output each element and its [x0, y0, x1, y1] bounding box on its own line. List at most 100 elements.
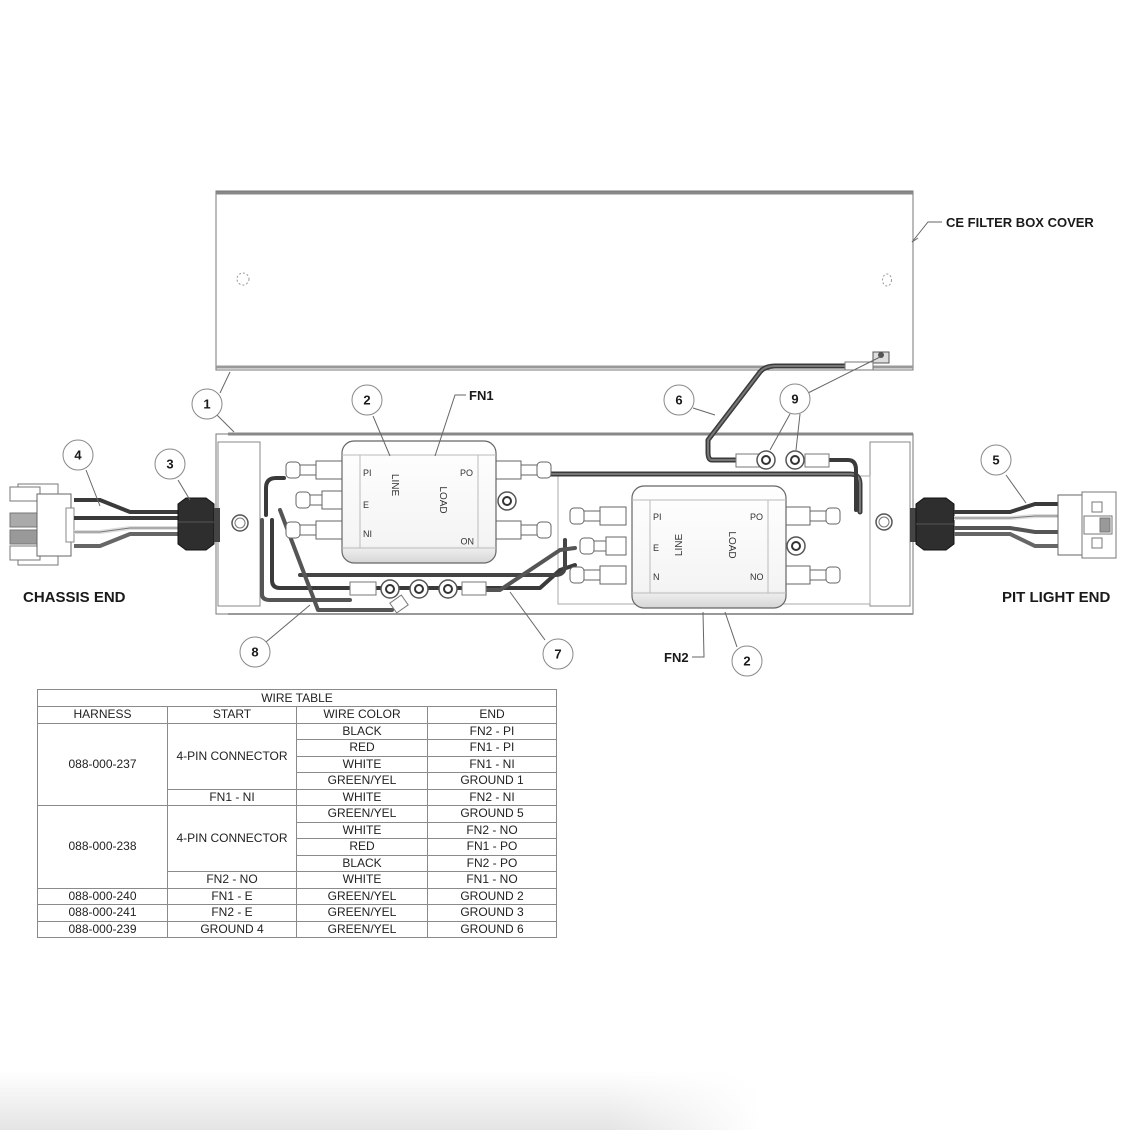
- wire-color-cell: WHITE: [296, 821, 428, 839]
- start-cell: FN1 - E: [167, 887, 297, 905]
- svg-text:8: 8: [251, 645, 258, 660]
- wire-color-cell: GREEN/YEL: [296, 904, 428, 922]
- end-cell: FN1 - NO: [427, 871, 557, 889]
- callout-5: 5: [980, 444, 1012, 476]
- filter-box-cover: [215, 190, 914, 371]
- table-row: 088-000-240 FN1 - E GREEN/YEL GROUND 2: [37, 887, 557, 905]
- fn2-terminal-no: NO: [750, 572, 764, 582]
- leader-lines: [85, 221, 1027, 658]
- fn2-terminal-n: N: [653, 572, 660, 582]
- end-cell: FN2 - NI: [427, 788, 557, 806]
- fn2-terminal-e: E: [653, 543, 659, 553]
- svg-text:4: 4: [74, 448, 82, 463]
- table-row: 088-000-237 4-PIN CONNECTOR BLACK FN2 - …: [37, 722, 557, 806]
- table-row: FN2 - NO WHITE FN1 - NO: [38, 871, 557, 889]
- wire-color-cell: RED: [296, 739, 428, 757]
- table-row: RED FN1 - PI: [38, 739, 557, 757]
- header-end: END: [427, 706, 557, 724]
- end-cell: FN1 - PO: [427, 838, 557, 856]
- svg-text:9: 9: [791, 392, 798, 407]
- pit-light-harness: [910, 491, 1117, 559]
- svg-text:2: 2: [743, 654, 750, 669]
- end-cell: FN2 - PO: [427, 854, 557, 872]
- start-cell: FN1 - NI: [167, 788, 297, 806]
- start-cell: FN2 - E: [167, 904, 297, 922]
- fn1-terminal-e: E: [363, 500, 369, 510]
- table-row: WHITE FN1 - NI: [38, 755, 557, 773]
- svg-text:1: 1: [203, 397, 210, 412]
- wire-color-cell: GREEN/YEL: [296, 920, 428, 938]
- table-row: 088-000-239 GROUND 4 GREEN/YEL GROUND 6: [37, 920, 557, 938]
- start-cell: FN2 - NO: [167, 871, 297, 889]
- filter-fn1: PI E NI PO NO LINE LOAD: [285, 440, 552, 564]
- callout-6: 6: [663, 384, 695, 416]
- fn1-terminal-pi: PI: [363, 468, 372, 478]
- wire-table-title: WIRE TABLE: [37, 689, 557, 707]
- svg-text:7: 7: [554, 647, 561, 662]
- svg-text:3: 3: [166, 457, 173, 472]
- header-harness: HARNESS: [37, 706, 168, 724]
- filter-fn2: PI E N PO NO LINE LOAD: [569, 485, 841, 609]
- end-cell: FN2 - PI: [427, 722, 557, 740]
- callout-9: 9: [779, 383, 811, 415]
- harness-cell: 088-000-240: [37, 887, 168, 905]
- fn1-terminal-no: NO: [461, 536, 475, 546]
- chassis-harness: [9, 483, 220, 566]
- wire-color-cell: WHITE: [296, 871, 428, 889]
- bottom-shadow: [0, 1070, 760, 1130]
- start-cell: 4-PIN CONNECTOR: [167, 805, 297, 872]
- harness-cell: 088-000-237: [37, 722, 168, 806]
- wire-color-cell: BLACK: [296, 854, 428, 872]
- end-cell: FN1 - PI: [427, 739, 557, 757]
- end-cell: GROUND 5: [427, 805, 557, 823]
- fn2-label: FN2: [664, 650, 689, 665]
- fn2-load-label: LOAD: [726, 531, 737, 558]
- harness-cell: 088-000-241: [37, 904, 168, 922]
- svg-text:6: 6: [675, 393, 682, 408]
- callout-4: 4: [62, 439, 94, 471]
- internal-wires: [260, 361, 874, 612]
- wire-color-cell: GREEN/YEL: [296, 772, 428, 790]
- callout-7: 7: [542, 638, 574, 670]
- chassis-end-label: CHASSIS END: [23, 589, 126, 606]
- wire-table-header-row: HARNESS START WIRE COLOR END: [37, 706, 557, 724]
- fn2-terminal-po: PO: [750, 512, 763, 522]
- end-cell: FN1 - NI: [427, 755, 557, 773]
- wire-color-cell: WHITE: [296, 788, 428, 806]
- svg-text:5: 5: [992, 453, 999, 468]
- fn1-terminal-po: PO: [460, 468, 473, 478]
- wire-color-cell: BLACK: [296, 722, 428, 740]
- fn2-line-label: LINE: [674, 534, 685, 557]
- wire-table: WIRE TABLE HARNESS START WIRE COLOR END …: [37, 689, 557, 938]
- header-wire-color: WIRE COLOR: [296, 706, 428, 724]
- table-row: 088-000-241 FN2 - E GREEN/YEL GROUND 3: [37, 904, 557, 922]
- callout-8: 8: [239, 636, 271, 668]
- callout-1: 1: [191, 388, 223, 420]
- wire-color-cell: GREEN/YEL: [296, 805, 428, 823]
- wire-color-cell: GREEN/YEL: [296, 887, 428, 905]
- end-cell: GROUND 3: [427, 904, 557, 922]
- start-cell: GROUND 4: [167, 920, 297, 938]
- cover-label: CE FILTER BOX COVER: [946, 215, 1094, 230]
- fn1-line-label: LINE: [389, 474, 400, 497]
- pit-light-end-label: PIT LIGHT END: [1002, 589, 1111, 606]
- wire-color-cell: RED: [296, 838, 428, 856]
- harness-cell: 088-000-238: [37, 805, 168, 889]
- start-cell: 4-PIN CONNECTOR: [167, 722, 297, 790]
- table-row: 088-000-238 4-PIN CONNECTOR GREEN/YEL GR…: [37, 805, 557, 889]
- end-cell: GROUND 6: [427, 920, 557, 938]
- fn1-label: FN1: [469, 388, 494, 403]
- harness-cell: 088-000-239: [37, 920, 168, 938]
- end-cell: GROUND 2: [427, 887, 557, 905]
- end-cell: FN2 - NO: [427, 821, 557, 839]
- fn1-load-label: LOAD: [437, 486, 448, 513]
- table-row: FN1 - NI WHITE FN2 - NI: [38, 788, 557, 806]
- callout-2-fn2: 2: [731, 645, 763, 677]
- fn2-terminal-pi: PI: [653, 512, 662, 522]
- callout-3: 3: [154, 448, 186, 480]
- svg-text:2: 2: [363, 393, 370, 408]
- end-cell: GROUND 1: [427, 772, 557, 790]
- fn1-terminal-ni: NI: [363, 529, 372, 539]
